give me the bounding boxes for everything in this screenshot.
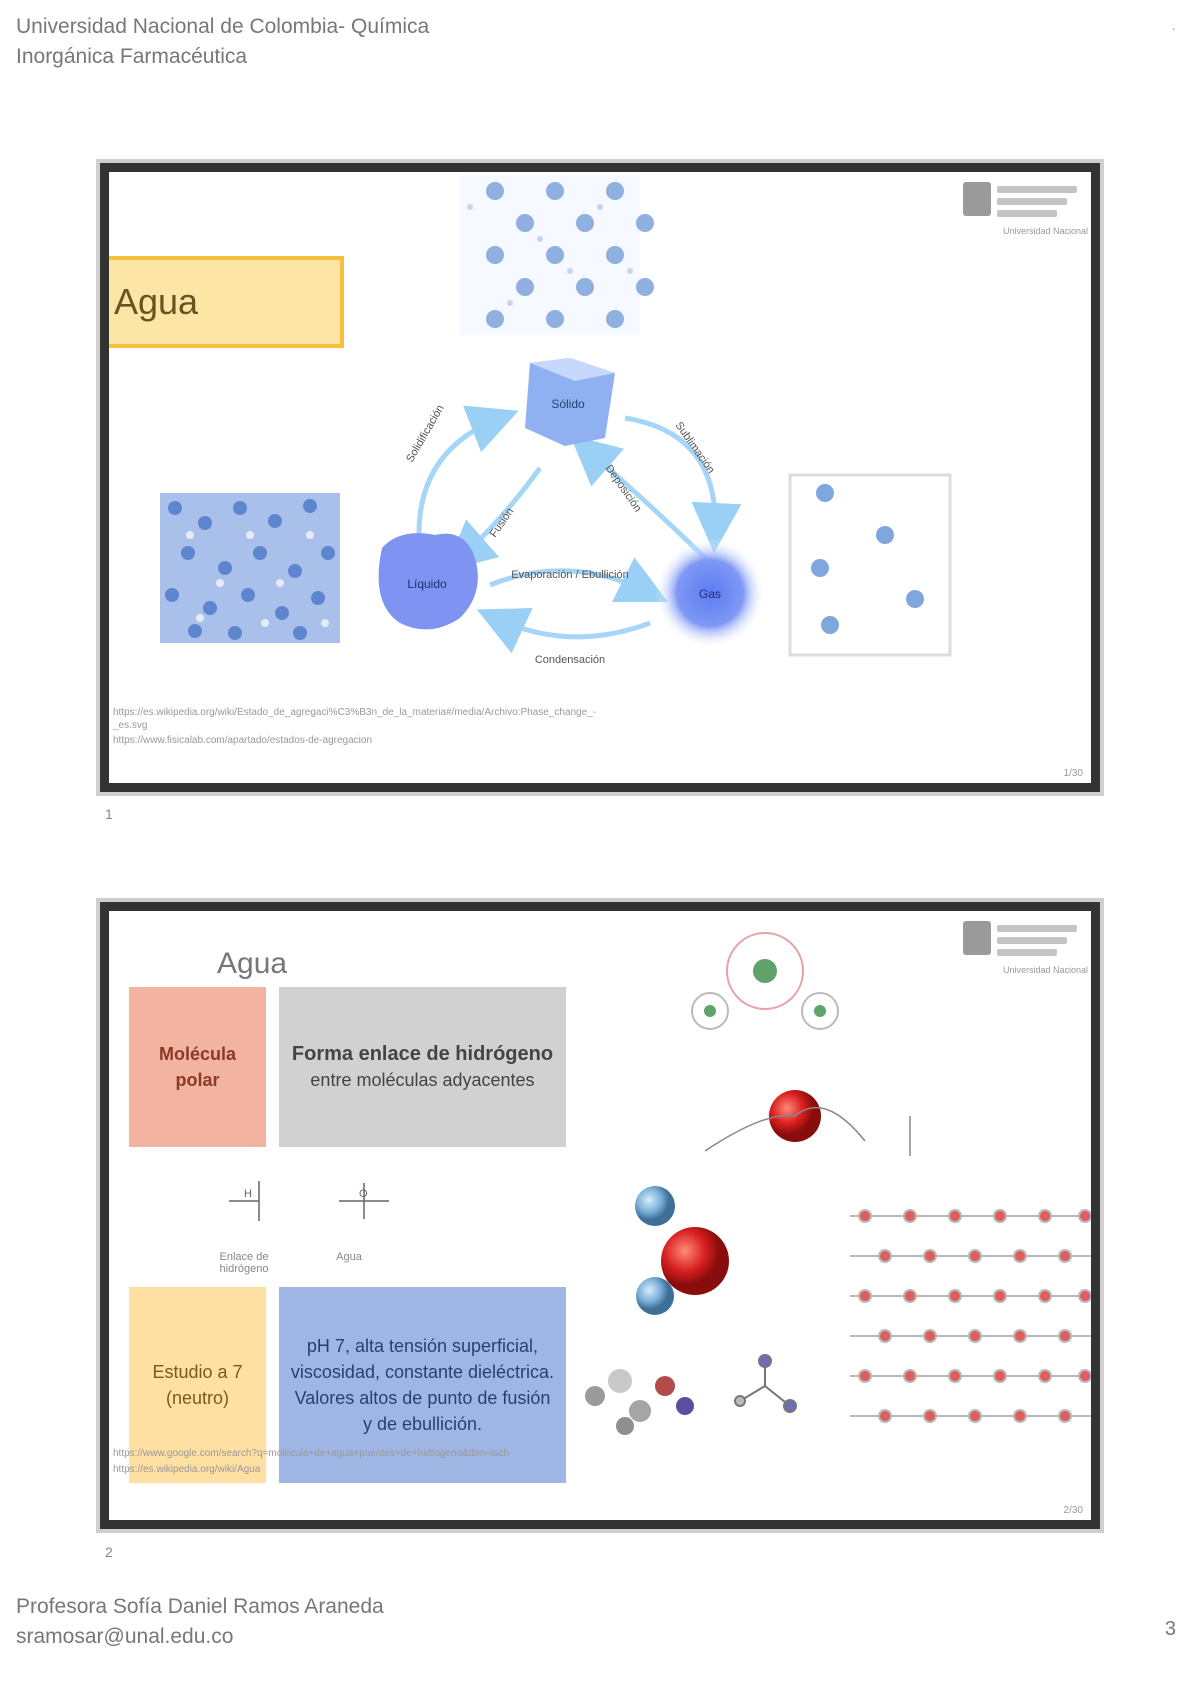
header-line-2: Inorgánica Farmacéutica	[16, 45, 248, 68]
label-fusion: Fusión	[488, 506, 517, 540]
slide-1-number: 1	[105, 806, 113, 822]
box-polar-molecule: Molécula polar	[129, 987, 266, 1147]
ice-lattice	[850, 1209, 1091, 1423]
slide-2-page: 2/30	[1063, 1505, 1083, 1516]
gas-label: Gas	[699, 587, 721, 601]
label-sublimation: Sublimación	[673, 420, 717, 476]
corner-mark: ·	[1171, 20, 1176, 36]
label-condensation: Condensación	[535, 654, 605, 666]
university-logo: Universidad Nacional	[963, 178, 1088, 242]
seal-icon	[963, 182, 991, 216]
solid-lattice-image	[460, 175, 654, 335]
document-footer: Profesora Sofía Daniel Ramos Araneda sra…	[16, 1592, 384, 1652]
gas-state-node: Gas	[655, 538, 765, 648]
footer-author: Profesora Sofía Daniel Ramos Araneda	[16, 1595, 384, 1618]
phase-diagram: Sólido Líquido Gas Solidificación Sublim…	[160, 175, 952, 666]
page-number: 3	[1164, 1618, 1176, 1640]
university-logo: Universidad Nacional	[963, 917, 1088, 981]
slide-1-credit-2: https://www.fisicalab.com/apartado/estad…	[113, 735, 373, 746]
box-ph: Estudio a 7 (neutro)	[129, 1287, 266, 1483]
document-header: Universidad Nacional de Colombia- Químic…	[16, 12, 429, 72]
solid-label: Sólido	[551, 397, 585, 411]
label-evaporation: Evaporación / Ebullición	[511, 569, 628, 581]
molecular-model-small	[734, 1354, 797, 1413]
slide-1: Agua Universidad Nacional	[100, 163, 1100, 792]
slide-1-page: 1/30	[1063, 768, 1083, 779]
svg-text:O: O	[359, 1188, 368, 1200]
liquid-state-node: Líquido	[378, 533, 478, 630]
seal-icon	[963, 921, 991, 955]
liquid-label: Líquido	[407, 577, 447, 591]
box-properties: pH 7, alta tensión superficial, viscosid…	[279, 1287, 566, 1483]
slide-2-credit-2: https://es.wikipedia.org/wiki/Agua	[113, 1464, 261, 1475]
liquid-molecules-image	[160, 493, 340, 643]
logo-caption: Universidad Nacional	[1003, 226, 1089, 236]
label-solidification: Solidificación	[404, 403, 446, 465]
slide-1-credit-1: https://es.wikipedia.org/wiki/Estado_de_…	[113, 707, 597, 731]
slide-1-title: Agua	[109, 256, 344, 348]
molecular-model-left	[585, 1369, 694, 1435]
gas-molecules-image	[788, 473, 952, 657]
water-molecule-hbond	[704, 1090, 911, 1156]
slide-2-credit-1: https://www.google.com/search?q=molecula…	[113, 1448, 510, 1459]
slide-2-number: 2	[105, 1544, 113, 1560]
caption-hydrogen-bond: Enlace de hidrógeno	[219, 1251, 269, 1275]
box-hydrogen-bond: Forma enlace de hidrógeno entre molécula…	[279, 987, 566, 1147]
header-line-1: Universidad Nacional de Colombia- Químic…	[16, 15, 430, 38]
hbond-rest-text: entre moléculas adyacentes	[310, 1070, 535, 1090]
hbond-bold-text: Forma enlace de hidrógeno	[291, 1043, 554, 1065]
svg-text:H: H	[244, 1188, 252, 1200]
hbond-structures: H O	[229, 1181, 389, 1221]
solid-state-node: Sólido	[525, 358, 615, 446]
footer-email[interactable]: sramosar@unal.edu.co	[16, 1625, 234, 1648]
molecule-illustrations	[585, 932, 1091, 1435]
slide-2-title: Agua	[217, 947, 288, 980]
label-deposition: Deposición	[603, 463, 644, 514]
logo-caption: Universidad Nacional	[1003, 965, 1089, 975]
water-molecule-3d	[635, 1186, 729, 1315]
caption-water: Agua	[336, 1251, 362, 1263]
slide-2: Agua Universidad Nacional Molécula polar…	[100, 902, 1100, 1529]
water-lewis-diagram	[691, 932, 839, 1030]
